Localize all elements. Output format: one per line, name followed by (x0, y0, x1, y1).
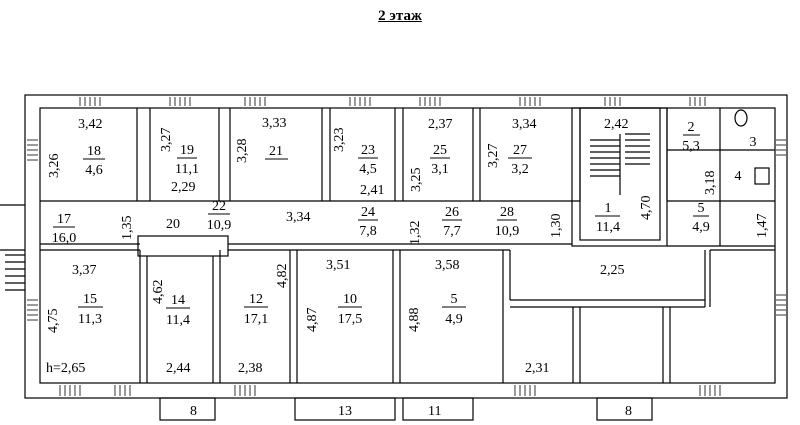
dim-label: 2,29 (171, 180, 196, 195)
dim-label: 1,32 (408, 221, 423, 246)
dim-label: 3,42 (78, 117, 103, 132)
dim-label: 3,27 (486, 144, 501, 169)
room-12-area: 17,5 (338, 312, 363, 327)
dim-label: 2,38 (238, 361, 263, 376)
room-23-area: 10,9 (207, 218, 232, 233)
room-22-number: 21 (269, 144, 283, 159)
dim-label: 2,42 (604, 117, 629, 132)
room-23-number: 22 (212, 199, 226, 214)
room-18-area: 16,0 (52, 231, 77, 246)
bay-dim: 11 (428, 404, 441, 419)
room-4-number: 4 (735, 169, 742, 184)
room-17-number: 15 (83, 292, 97, 307)
dim-label: 4,87 (305, 308, 320, 333)
room-2-number: 2 (688, 120, 695, 135)
bay-dim: 13 (338, 404, 352, 419)
dim-label: 3,27 (159, 128, 174, 153)
room-28-number: 27 (513, 143, 527, 158)
dim-label: 1,30 (549, 214, 564, 239)
room-29-area: 10,9 (495, 224, 520, 239)
room-19-number: 18 (87, 144, 101, 159)
dim-label: 3,26 (47, 154, 62, 179)
room-27-area: 7,7 (443, 224, 461, 239)
dim-label: 3,33 (262, 116, 287, 131)
room-1-area: 11,4 (596, 220, 620, 235)
room-12-number: 10 (343, 292, 357, 307)
dim-label: 1,47 (755, 214, 770, 239)
dim-label: 3,51 (326, 258, 351, 273)
height-note: h=2,65 (46, 361, 85, 376)
room-17-area: 11,3 (78, 312, 102, 327)
room-5-number: 5 (698, 201, 705, 216)
dim-label: 3,34 (512, 117, 537, 132)
dim-label: 3,58 (435, 258, 460, 273)
room-10-area: 4,9 (445, 312, 463, 327)
room-14-number: 12 (249, 292, 263, 307)
room-5-area: 4,9 (692, 220, 710, 235)
bay-dim: 8 (625, 404, 632, 419)
room-24-number: 23 (361, 143, 375, 158)
room-10-number: 5 (451, 292, 458, 307)
room-15-number: 14 (171, 293, 185, 308)
room-27-number: 26 (445, 205, 459, 220)
floor-title: 2 этаж (378, 8, 422, 24)
room-21-number: 20 (166, 217, 180, 232)
dim-label: 4,62 (151, 280, 166, 305)
room-3-number: 3 (750, 135, 757, 150)
dim-label: 3,34 (286, 210, 311, 225)
room-19-area: 4,6 (85, 163, 103, 178)
dim-label: 4,75 (46, 309, 61, 334)
dim-label: 1,35 (120, 216, 135, 241)
dim-label: 2,37 (428, 117, 453, 132)
dim-label: 3,23 (332, 128, 347, 153)
dim-label: 2,25 (600, 263, 625, 278)
room-15-area: 11,4 (166, 313, 190, 328)
dim-label: 2,41 (360, 183, 385, 198)
dim-label: 3,28 (235, 139, 250, 164)
dim-label: 2,44 (166, 361, 191, 376)
room-20-number: 19 (180, 143, 194, 158)
bay-dim: 8 (190, 404, 197, 419)
room-26-area: 3,1 (431, 162, 449, 177)
dim-label: 4,82 (275, 264, 290, 289)
room-25-number: 24 (361, 205, 375, 220)
room-20-area: 11,1 (175, 162, 199, 177)
room-14-area: 17,1 (244, 312, 269, 327)
room-29-number: 28 (500, 205, 514, 220)
room-28-area: 3,2 (511, 162, 529, 177)
room-18-number: 17 (57, 212, 71, 227)
dim-label: 4,70 (639, 196, 654, 221)
room-25-area: 7,8 (359, 224, 377, 239)
dim-label: 3,25 (409, 168, 424, 193)
room-2-area: 5,3 (682, 139, 700, 154)
room-26-number: 25 (433, 143, 447, 158)
room-24-area: 4,5 (359, 162, 377, 177)
dim-label: 4,88 (407, 308, 422, 333)
room-1-number: 1 (605, 201, 612, 216)
dim-label: 3,18 (703, 171, 718, 196)
dim-label: 2,31 (525, 361, 550, 376)
dim-label: 3,37 (72, 263, 97, 278)
